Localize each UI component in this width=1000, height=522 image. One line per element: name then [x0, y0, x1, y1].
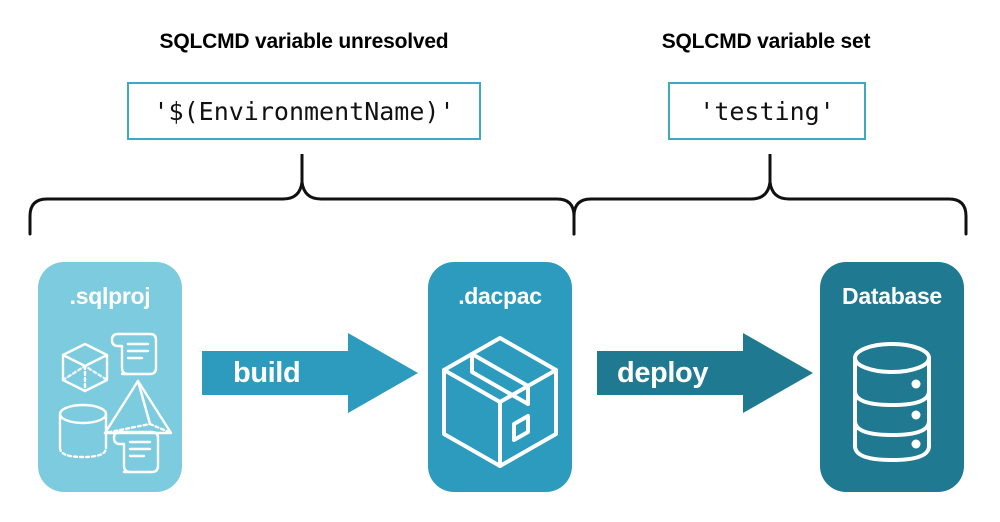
- arrow-deploy-label: deploy: [617, 357, 709, 389]
- node-database-label: Database: [842, 283, 942, 309]
- group-heading-left: SQLCMD variable unresolved: [159, 30, 449, 53]
- brace-right: [572, 152, 968, 241]
- brace-left: [28, 152, 576, 241]
- cylinder-icon: [58, 403, 108, 459]
- node-database-artwork: [820, 320, 964, 486]
- arrow-deploy: deploy: [597, 333, 813, 418]
- sqlcmd-value-box-right: 'testing': [668, 82, 866, 140]
- brace-left-icon: [28, 154, 576, 236]
- node-sqlproj-label: .sqlproj: [69, 283, 151, 309]
- scroll-icon: [110, 332, 158, 376]
- scroll-icon: [112, 430, 160, 474]
- node-database[interactable]: Database: [820, 262, 964, 492]
- arrow-right-icon: [202, 333, 418, 413]
- node-dacpac-label: .dacpac: [458, 283, 542, 309]
- package-box-icon: [442, 336, 558, 468]
- node-sqlproj[interactable]: .sqlproj: [38, 262, 182, 492]
- database-cylinder-icon: [853, 342, 931, 462]
- node-sqlproj-artwork: [38, 320, 182, 486]
- cube-icon: [61, 342, 109, 393]
- arrow-build-label: build: [233, 357, 301, 389]
- brace-right-icon: [572, 154, 968, 236]
- group-heading-right: SQLCMD variable set: [661, 30, 871, 53]
- arrow-build: build: [202, 333, 418, 418]
- node-dacpac[interactable]: .dacpac: [428, 262, 572, 492]
- node-dacpac-artwork: [428, 320, 572, 486]
- sqlcmd-value-box-left: '$(EnvironmentName)': [127, 82, 481, 140]
- arrow-right-icon: [597, 333, 813, 413]
- pyramid-icon: [103, 379, 173, 435]
